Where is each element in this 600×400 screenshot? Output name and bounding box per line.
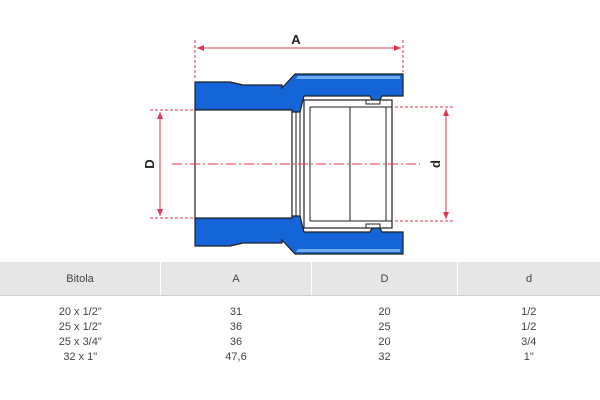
- table-row: 25 x 3/4" 36 20 3/4: [0, 335, 600, 350]
- header-a: A: [160, 262, 312, 296]
- header-bitola: Bitola: [0, 262, 161, 296]
- cell-d-inner: 3/4: [521, 336, 537, 348]
- dim-a-label: A: [291, 32, 301, 47]
- fitting-cross-section-drawing: A D d: [142, 32, 455, 255]
- header-d-inner: d: [457, 262, 600, 296]
- thread-hook-top: [356, 99, 381, 105]
- cell-d-inner: 1/2: [521, 321, 537, 333]
- shoulder-highlight-top: [296, 76, 400, 79]
- dim-inner-label: d: [428, 160, 443, 168]
- table-row: 25 x 1/2" 36 25 1/2: [0, 320, 600, 335]
- header-d-outer: D: [311, 262, 458, 296]
- cell-a: 31: [229, 306, 243, 318]
- cell-a: 47,6: [225, 351, 247, 363]
- dimensions-table: Bitola A D d 20 x 1/2" 31 20 1/2 25 x 1/…: [0, 262, 600, 365]
- cell-bitola: 20 x 1/2": [58, 306, 102, 318]
- table-header-row: Bitola A D d: [0, 262, 600, 296]
- cell-d-outer: 20: [378, 336, 391, 348]
- shoulder-highlight-bottom: [296, 249, 400, 252]
- table-row: 32 x 1" 47,6 32 1": [0, 350, 600, 365]
- cell-d-inner: 1": [523, 351, 534, 363]
- cell-d-outer: 20: [378, 306, 391, 318]
- cell-a: 36: [229, 321, 243, 333]
- cell-bitola: 32 x 1": [63, 351, 98, 363]
- thread-hook-bottom: [356, 223, 381, 229]
- dim-d-label: D: [142, 159, 157, 168]
- table-row: 20 x 1/2" 31 20 1/2: [0, 296, 600, 321]
- cell-d-inner: 1/2: [521, 306, 537, 318]
- cell-bitola: 25 x 3/4": [58, 336, 102, 348]
- cell-bitola: 25 x 1/2": [58, 321, 102, 333]
- cell-d-outer: 32: [378, 351, 391, 363]
- cell-d-outer: 25: [378, 321, 391, 333]
- cell-a: 36: [229, 336, 243, 348]
